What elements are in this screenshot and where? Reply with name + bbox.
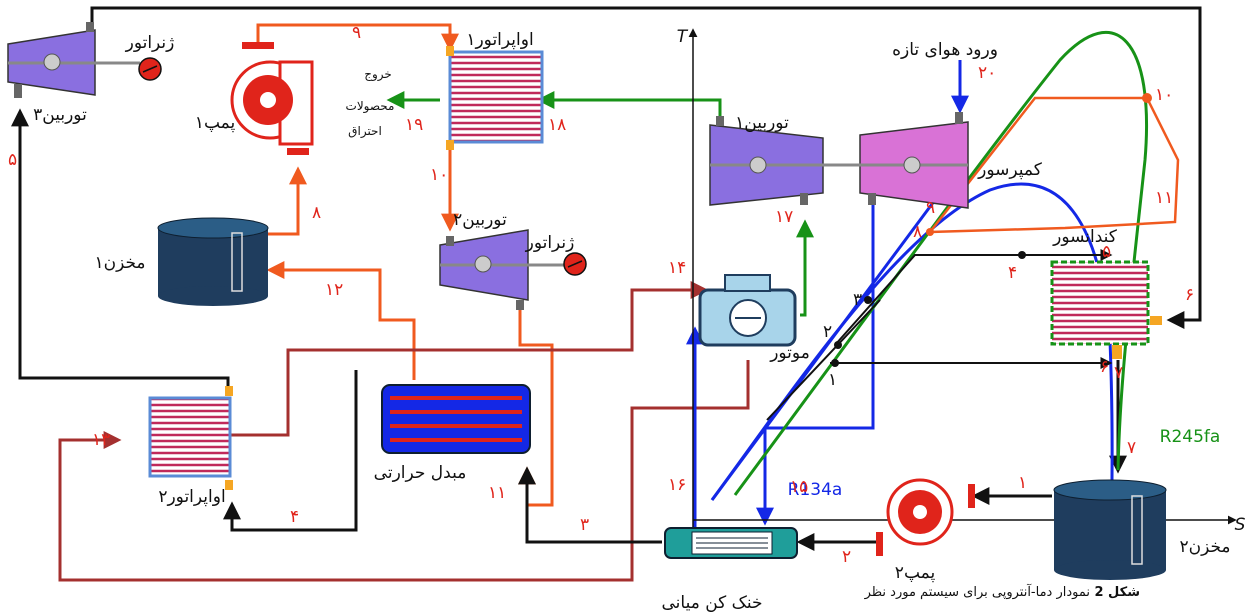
pump-1 (232, 42, 312, 155)
pipe-8 (268, 170, 298, 234)
label-generator-mid: ژنراتور (525, 233, 575, 253)
num-10: ۱۰ (430, 165, 448, 185)
turbine-3 (8, 22, 140, 98)
label-compressor: کمپرسور (977, 160, 1043, 180)
num-9: ۹ (352, 23, 361, 43)
num-3-bottom: ۳ (580, 515, 589, 535)
label-exhaust-1: خروج (364, 67, 392, 82)
label-tank2: مخزن۲ (1179, 537, 1230, 557)
ts-num-2: ۲ (823, 322, 832, 342)
tank-1 (158, 218, 268, 306)
label-pump2: پمپ۲ (895, 563, 936, 583)
label-turbine3: توربین۳ (33, 105, 87, 125)
num-15: ۱۵ (790, 477, 808, 497)
ts-num-3: ۳ (853, 290, 862, 310)
num-13: ۱۳ (92, 430, 110, 450)
label-engine: موتور (769, 343, 810, 363)
label-pump1: پمپ۱ (195, 113, 236, 133)
pipe-17 (800, 223, 805, 315)
heat-exchanger (382, 385, 530, 453)
generator-left (139, 58, 161, 80)
ts-point-1 (831, 359, 839, 367)
ts-num-5: ۵ (1102, 242, 1111, 262)
ts-point-9 (926, 228, 934, 236)
num-11-bottom: ۱۱ (488, 483, 506, 503)
label-exhaust-2: محصولات (346, 99, 395, 114)
generator-mid (564, 253, 586, 275)
num-16: ۱۶ (668, 475, 686, 495)
label-tank1: مخزن۱ (94, 253, 145, 273)
ts-num-9: ۹ (926, 198, 935, 218)
ts-num-10: ۱۰ (1155, 85, 1173, 105)
num-17: ۱۷ (775, 207, 793, 227)
ts-num-4: ۴ (1008, 263, 1017, 283)
num-2-bottom: ۲ (842, 547, 851, 567)
ts-point-3 (864, 296, 872, 304)
ts-num-11: ۱۱ (1155, 188, 1173, 208)
evaporator-1 (446, 46, 542, 150)
label-evaporator1: اواپراتور۱ (466, 30, 533, 50)
label-fresh-air: ورود هوای تازه (892, 40, 998, 60)
num-8: ۸ (312, 203, 321, 223)
label-turbine2: توربین۲ (453, 210, 507, 230)
label-generator-left: ژنراتور (125, 33, 175, 53)
caption-bold: شکل 2 (1094, 585, 1140, 600)
engine (700, 275, 795, 345)
num-1-bottom: ۱ (1018, 473, 1027, 493)
num-6: ۶ (1185, 285, 1194, 305)
ts-point-10 (1142, 93, 1152, 103)
tank-2 (1054, 480, 1166, 580)
num-20: ۲۰ (978, 63, 996, 83)
label-r245fa: R245fa (1160, 427, 1221, 447)
pump-2 (876, 480, 975, 556)
num-7: ۷ (1127, 438, 1136, 458)
num-14: ۱۴ (668, 258, 686, 278)
num-5-left: ۵ (8, 150, 17, 170)
ts-num-1: ۱ (828, 370, 837, 390)
label-evaporator2: اواپراتور۲ (158, 487, 225, 507)
caption-text: نمودار دما-آنتروپی برای سیستم مورد نظر (864, 583, 1090, 600)
label-intercooler: خنک کن میانی (661, 593, 762, 613)
num-19: ۱۹ (405, 115, 423, 135)
label-exhaust-3: احتراق (348, 124, 382, 139)
evaporator-2 (150, 386, 233, 490)
ts-point-4 (1018, 251, 1026, 259)
ts-num-6: ۶ (1100, 357, 1109, 377)
pipe-4 (232, 370, 356, 530)
intercooler (665, 528, 797, 558)
ts-num-7: ۷ (1114, 363, 1123, 383)
ts-point-2 (834, 341, 842, 349)
num-4-bottom: ۴ (290, 507, 299, 527)
condenser (1052, 262, 1162, 359)
num-18: ۱۸ (548, 115, 566, 135)
ts-num-8: ۸ (913, 222, 922, 242)
ts-r134a-line (712, 200, 935, 500)
axis-t-label: T (677, 27, 689, 47)
num-12: ۱۲ (325, 280, 343, 300)
label-heat-exchanger: مبدل حرارتی (374, 463, 467, 483)
label-turbine1: توربین۱ (735, 113, 789, 133)
axis-s-label: S (1235, 515, 1246, 535)
